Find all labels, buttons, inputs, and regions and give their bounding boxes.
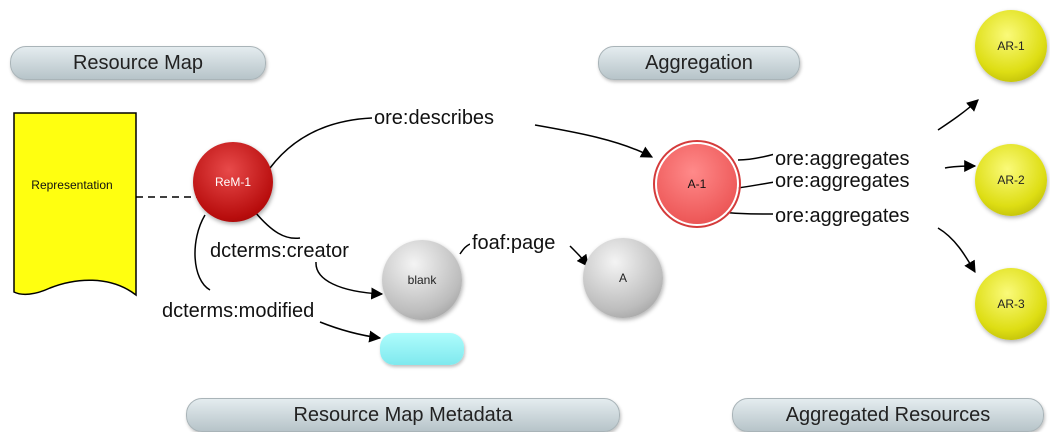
edge-aggregates-2 (737, 166, 975, 189)
aggregates-edge-label-1: ore:aggregates (773, 148, 912, 170)
aggregates-edge-label-2: ore:aggregates (773, 170, 912, 192)
ar1-node: AR-1 (975, 10, 1047, 82)
ar2-node: AR-2 (975, 144, 1047, 216)
blank-node: blank (382, 240, 462, 320)
edge-modified (194, 214, 380, 338)
aggregates-edge-label-3: ore:aggregates (773, 205, 912, 227)
aggregation-node: A-1 (653, 140, 741, 228)
describes-edge-label: ore:describes (372, 107, 497, 129)
rem-node: ReM-1 (193, 142, 273, 222)
modified-literal-node (380, 333, 464, 365)
page-edge-label: foaf:page (470, 232, 558, 254)
edge-aggregates-1 (737, 100, 978, 161)
edge-describes (269, 117, 652, 168)
a-node: A (583, 238, 663, 318)
resource-map-section-label: Resource Map (10, 46, 266, 80)
aggregation-section-label: Aggregation (598, 46, 800, 80)
ar3-node: AR-3 (975, 268, 1047, 340)
representation-document-shape (13, 112, 137, 297)
modified-edge-label: dcterms:modified (160, 300, 317, 322)
edge-creator (254, 211, 382, 294)
aggregated-resources-section-label: Aggregated Resources (732, 398, 1044, 432)
representation-label: Representation (31, 178, 113, 192)
resource-map-metadata-section-label: Resource Map Metadata (186, 398, 620, 432)
creator-edge-label: dcterms:creator (208, 240, 351, 262)
